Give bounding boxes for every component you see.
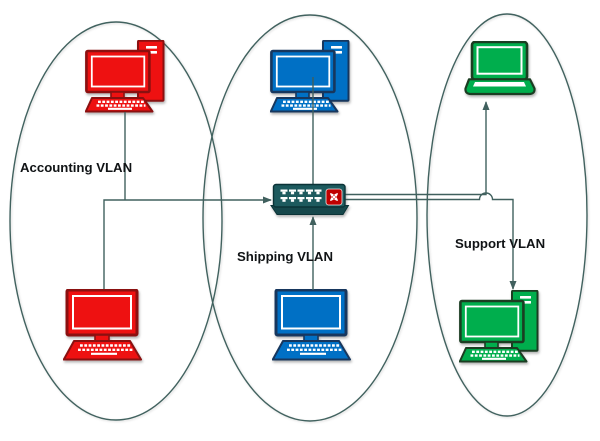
switch-crossover-badge-icon xyxy=(325,188,343,206)
vlan-boundaries xyxy=(9,13,588,422)
cable-switch-to-support-laptop xyxy=(345,101,490,196)
accounting-vlan-boundary xyxy=(9,21,223,421)
shipping-desktop-tower-icon xyxy=(270,40,350,113)
support-desktop-tower-icon xyxy=(459,290,539,363)
shipping-vlan-label: Shipping VLAN xyxy=(237,249,333,264)
shipping-vlan-boundary xyxy=(202,14,418,422)
cable-switch-to-support-desktop xyxy=(345,192,517,290)
shipping-desktop-icon xyxy=(272,289,352,361)
accounting-desktop-icon xyxy=(63,289,143,361)
network-cables xyxy=(103,77,517,290)
accounting-desktop-tower-icon xyxy=(85,40,165,113)
support-vlan-boundary xyxy=(426,13,588,417)
cable-accounting-bus-to-switch xyxy=(103,196,272,289)
accounting-vlan-label: Accounting VLAN xyxy=(20,160,132,175)
support-laptop-icon xyxy=(464,41,536,96)
ethernet-switch-icon xyxy=(270,183,350,215)
support-vlan-label: Support VLAN xyxy=(455,236,545,251)
